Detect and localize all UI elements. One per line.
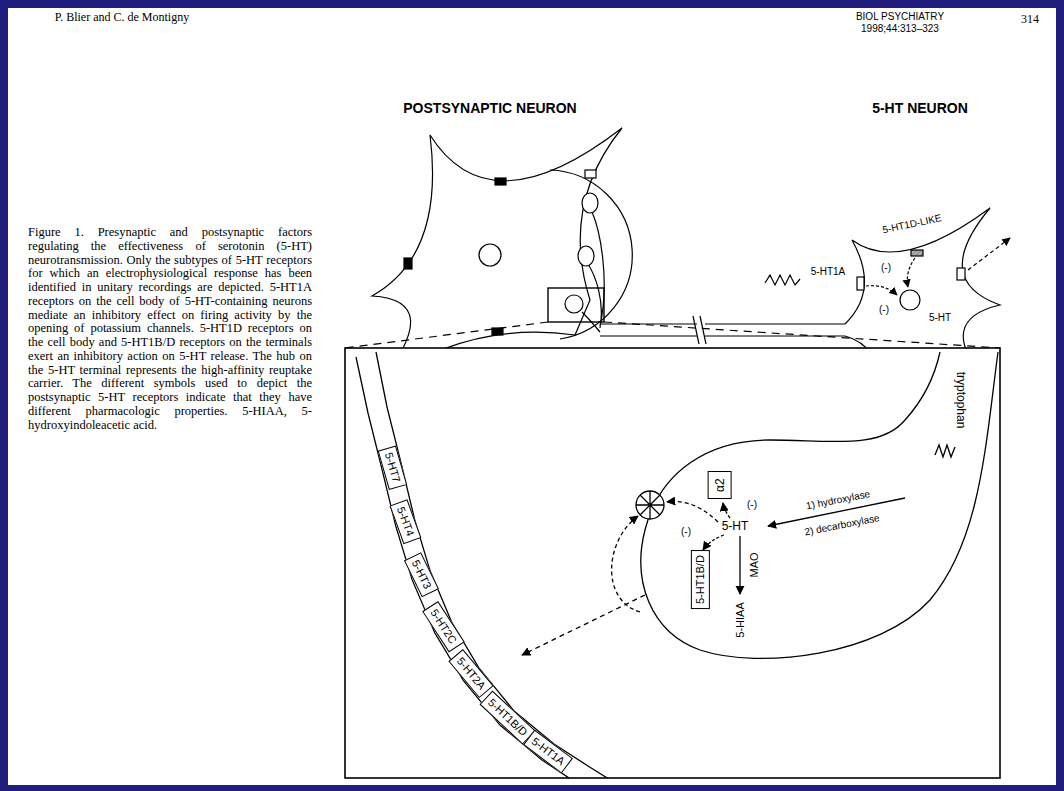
figure-label: 2) decarboxylase bbox=[804, 512, 881, 538]
page bbox=[8, 8, 1056, 785]
figure-caption: Figure 1. Presynaptic and postsynaptic f… bbox=[28, 226, 312, 432]
receptor-name: 5-HT2A bbox=[454, 655, 488, 693]
figure-label: 5-HT1D-LIKE bbox=[881, 212, 942, 236]
receptor-box: 5-HT4 bbox=[389, 500, 421, 545]
figure-label: tryptophan bbox=[953, 372, 967, 429]
figure-label: 5-HT bbox=[929, 312, 951, 324]
receptor-box: α2 bbox=[708, 471, 732, 499]
receptor-name: 5-HT1B/D bbox=[693, 556, 706, 605]
receptor-name: 5-HT2C bbox=[427, 607, 459, 646]
receptor-name: 5-HT7 bbox=[381, 451, 402, 484]
panel-heading: POSTSYNAPTIC NEURON bbox=[403, 100, 576, 116]
figure-label: 5-HT1A bbox=[811, 266, 845, 278]
receptor-box: 5-HT1A bbox=[523, 730, 573, 774]
receptor-box: 5-HT1B/D bbox=[479, 691, 535, 745]
receptor-box: 5-HT1B/D bbox=[690, 551, 709, 610]
receptor-name: 5-HT3 bbox=[408, 558, 433, 591]
receptor-box: 5-HT3 bbox=[403, 553, 438, 598]
receptor-box: 5-HT2A bbox=[448, 649, 493, 698]
receptor-name: 5-HT4 bbox=[394, 505, 417, 538]
receptor-name: 5-HT1B/D bbox=[485, 697, 530, 740]
zoom-frame bbox=[345, 288, 1000, 778]
page-header: BIOL PSYCHIATRY 1998;44:313–323 bbox=[844, 11, 956, 34]
panel-heading: 5-HT NEURON bbox=[872, 100, 968, 116]
figure-label: (-) bbox=[747, 499, 757, 511]
page-header: 314 bbox=[1021, 13, 1039, 27]
synapse-detail bbox=[356, 352, 998, 778]
figure-label: 5-HIAA bbox=[734, 602, 747, 637]
figure-label: 5-HT bbox=[722, 520, 749, 534]
receptor-box: 5-HT2C bbox=[422, 601, 465, 652]
figure-label: (-) bbox=[681, 526, 691, 538]
receptor-name: α2 bbox=[713, 478, 727, 492]
figure-label: (-) bbox=[881, 262, 891, 274]
postsynaptic-neuron bbox=[372, 128, 632, 383]
receptor-name: 5-HT1A bbox=[529, 735, 567, 768]
figure-label: MAO bbox=[748, 552, 761, 577]
page-header: P. Blier and C. de Montigny bbox=[55, 11, 189, 25]
figure-label: 1) hydroxylase bbox=[805, 488, 871, 512]
figure-label: (-) bbox=[879, 304, 889, 316]
receptor-box: 5-HT7 bbox=[377, 446, 407, 490]
